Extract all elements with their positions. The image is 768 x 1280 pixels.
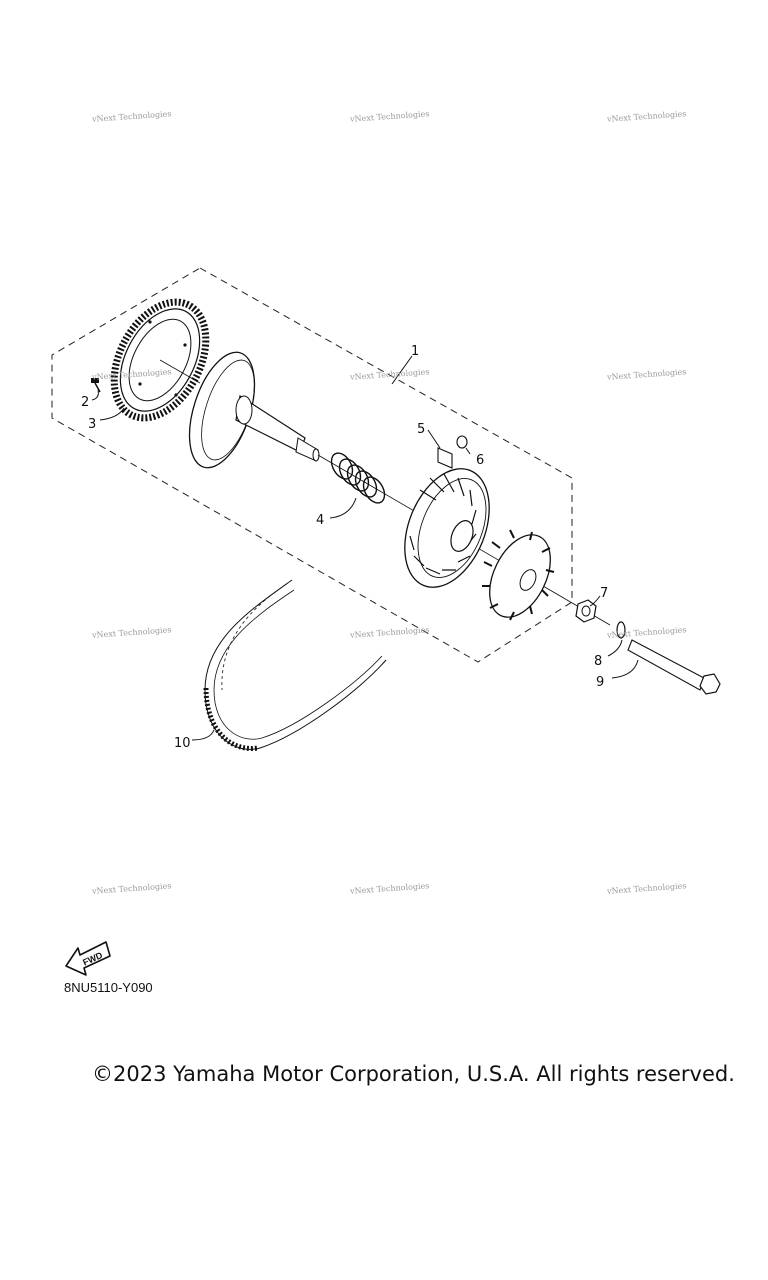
movable-sheave [404,468,490,588]
callout-5: 5 [417,422,425,437]
assembly-outline [51,267,573,663]
callout-3: 3 [88,417,96,432]
callout-10: 10 [174,736,191,751]
ring-gear [110,298,210,422]
primary-sheave [188,351,320,469]
bolt [627,639,721,695]
slider [437,447,453,469]
cam-spider [482,529,555,621]
fwd-arrow-icon: FWD [65,941,111,976]
v-belt [203,579,387,751]
washer [616,621,626,639]
callout-2: 2 [81,395,89,410]
callout-7: 7 [600,586,608,601]
screw [91,378,101,393]
copyright-notice: ©2023 Yamaha Motor Corporation, U.S.A. A… [92,1062,735,1086]
callout-4: 4 [316,513,324,528]
drawing-code: 8NU5110-Y090 [64,980,153,995]
leader-lines [91,355,639,741]
compression-spring [330,452,386,504]
callout-1: 1 [411,344,419,359]
callout-6: 6 [476,453,484,468]
callout-9: 9 [596,675,604,690]
pin [456,435,468,449]
callout-8: 8 [594,654,602,669]
